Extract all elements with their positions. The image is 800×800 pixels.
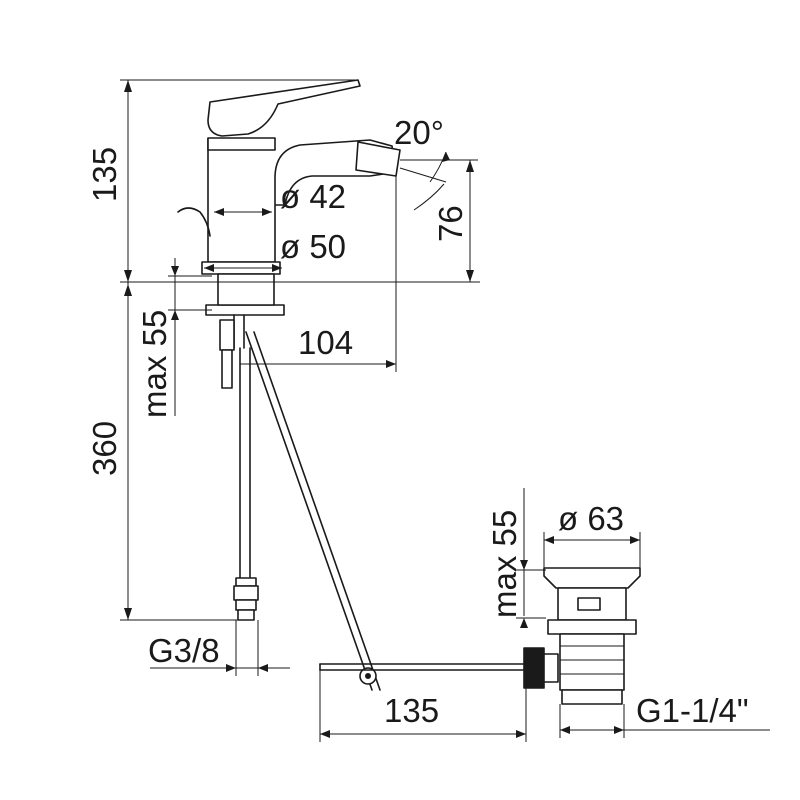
drain-waste — [523, 567, 641, 705]
dim-diameter-small: ø 42 — [280, 178, 346, 215]
popup-rod — [245, 331, 381, 691]
faucet-body — [207, 137, 401, 263]
drain-rod — [319, 663, 527, 671]
dimension-lines — [120, 79, 770, 742]
dim-drain-rod-length: 135 — [384, 692, 439, 729]
dim-max-thickness-top: max 55 — [136, 310, 173, 418]
flexible-hose — [233, 347, 259, 621]
lever-handle — [207, 79, 361, 137]
dim-spout-height: 76 — [432, 205, 469, 242]
dim-diameter-large: ø 50 — [280, 228, 346, 265]
popup-knob — [177, 207, 211, 237]
dim-hose-length: 360 — [86, 421, 123, 476]
dim-drain-thread: G1-1/4" — [636, 692, 749, 729]
dim-drain-diameter: ø 63 — [558, 500, 624, 537]
base-flange — [201, 261, 285, 316]
dim-angle: 20° — [394, 114, 444, 151]
dim-max-thickness-bottom: max 55 — [486, 510, 523, 618]
mounting-shank — [219, 314, 245, 389]
dim-height-faucet: 135 — [86, 147, 123, 202]
dim-hose-connection: G3/8 — [148, 632, 220, 669]
dim-reach: 104 — [298, 324, 353, 361]
